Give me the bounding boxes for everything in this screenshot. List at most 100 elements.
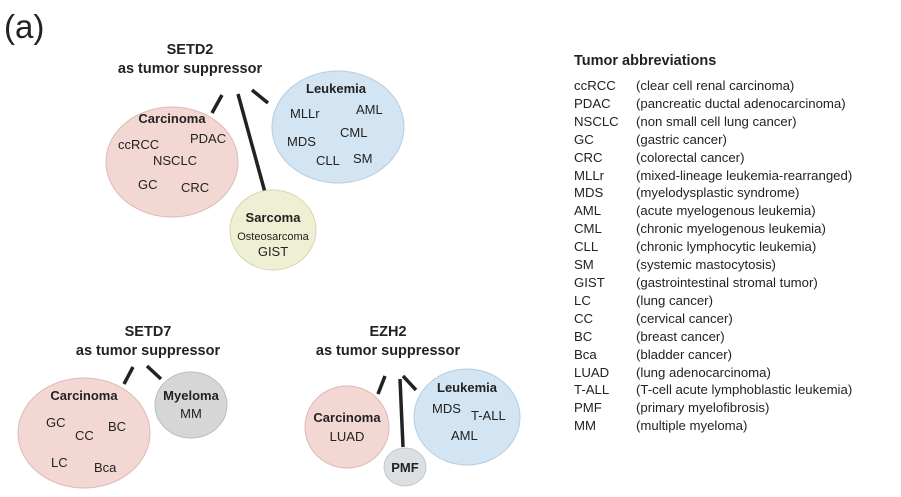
abbreviation-code: CLL: [574, 239, 599, 255]
abbreviation-description: (lung cancer): [636, 292, 713, 308]
abbreviation-code: MLLr: [574, 167, 605, 183]
setd7-group: SETD7 as tumor suppressor Carcinoma GC B…: [17, 324, 228, 489]
abbreviation-description: (gastric cancer): [636, 131, 727, 147]
abbreviation-row: T-ALL (T-cell acute lymphoblastic leukemi…: [572, 381, 897, 399]
abbreviation-code: ccRCC: [574, 78, 616, 93]
setd2-connector-sarcoma: [236, 93, 268, 197]
abbreviation-code: MM: [574, 418, 596, 434]
ezh2-pmf-label: PMF: [391, 460, 419, 475]
abbreviation-description: (breast cancer): [636, 328, 725, 344]
abbreviation-row: CLL (chronic lymphocytic leukemia): [572, 238, 897, 256]
abbreviations-title: Tumor abbreviations: [574, 53, 717, 69]
abbreviation-description: (non small cell lung cancer): [636, 113, 797, 129]
setd2-leukemia-item: CLL: [316, 153, 340, 168]
abbreviation-description: (chronic myelogenous leukemia): [636, 221, 826, 237]
abbreviation-description: (primary myelofibrosis): [636, 400, 770, 416]
setd2-leukemia-label: Leukemia: [306, 81, 367, 96]
setd2-sarcoma-circle: [229, 189, 317, 271]
abbreviation-description: (systemic mastocytosis): [636, 257, 776, 273]
setd2-carcinoma-item: PDAC: [190, 131, 226, 146]
setd7-myeloma-circle: [154, 371, 228, 439]
setd2-leukemia-item: CML: [340, 125, 367, 140]
setd2-subtitle: as tumor suppressor: [118, 61, 263, 77]
abbreviation-description: (mixed-lineage leukemia-rearranged): [636, 167, 853, 183]
ezh2-leukemia-item: T-ALL: [471, 408, 506, 423]
setd2-connector-leukemia: [250, 88, 270, 105]
ezh2-subtitle: as tumor suppressor: [316, 343, 461, 359]
abbreviation-description: (cervical cancer): [636, 310, 733, 326]
setd7-connector-carcinoma: [122, 366, 135, 385]
abbreviation-description: (gastrointestinal stromal tumor): [636, 274, 818, 290]
setd2-group: SETD2 as tumor suppressor Carcinoma ccRC…: [105, 42, 405, 271]
setd2-carcinoma-circle: [105, 106, 239, 218]
abbreviation-code: MDS: [574, 185, 604, 201]
abbreviation-description: (myelodysplastic syndrome): [636, 185, 800, 201]
ezh2-leukemia-item: AML: [451, 428, 478, 443]
abbreviation-row: Bca (bladder cancer): [572, 346, 897, 364]
abbreviation-description: (T-cell acute lymphoblastic leukemia): [636, 382, 853, 398]
setd7-title: SETD7: [125, 324, 172, 340]
abbreviation-row: PDAC(pancreatic ductal adenocarcinoma): [572, 95, 897, 113]
setd2-leukemia-item: AML: [356, 102, 383, 117]
setd2-sarcoma-item: GIST: [258, 244, 288, 259]
setd2-title: SETD2: [167, 42, 214, 58]
setd2-carcinoma-item: CRC: [181, 180, 209, 195]
abbreviation-description: (multiple myeloma): [636, 418, 748, 434]
abbreviation-row: PMF (primary myelofibrosis): [572, 399, 897, 417]
setd2-leukemia-item: MLLr: [290, 106, 320, 121]
abbreviation-code: Bca: [574, 346, 597, 362]
abbreviation-row: GC(gastric cancer): [572, 131, 897, 149]
abbreviation-code: CC: [574, 310, 594, 326]
setd2-sarcoma-item: Osteosarcoma: [237, 231, 309, 243]
abbreviation-code: CRC: [574, 149, 603, 165]
setd2-carcinoma-label: Carcinoma: [138, 111, 206, 126]
setd7-myeloma-label: Myeloma: [163, 388, 219, 403]
setd2-leukemia-item: SM: [353, 151, 373, 166]
abbreviation-code: CML: [574, 221, 602, 237]
setd2-leukemia-item: MDS: [287, 134, 316, 149]
abbreviation-description: (chronic lymphocytic leukemia): [636, 239, 817, 255]
abbreviation-row: AML (acute myelogenous leukemia): [572, 202, 897, 220]
abbreviation-code: LUAD: [574, 364, 610, 380]
setd7-carcinoma-item: GC: [46, 415, 66, 430]
abbreviation-code: AML: [574, 203, 602, 219]
abbreviation-code: LC: [574, 292, 591, 308]
abbreviation-code: PMF: [574, 400, 602, 416]
abbreviation-code: SM: [574, 257, 594, 273]
abbreviation-row: ccRCC(clear cell renal carcinoma): [572, 77, 897, 95]
abbreviation-code: BC: [574, 328, 593, 344]
ezh2-carcinoma-circle: [304, 385, 390, 469]
abbreviation-row: MM (multiple myeloma): [572, 417, 897, 435]
abbreviation-description: (bladder cancer): [636, 346, 733, 362]
setd2-connector-carcinoma: [210, 94, 224, 114]
abbreviation-row: LUAD(lung adenocarcinoma): [572, 364, 897, 382]
abbreviations-list: ccRCC(clear cell renal carcinoma)PDAC(pa…: [572, 77, 897, 435]
abbreviation-row: BC (breast cancer): [572, 328, 897, 346]
tumor-abbreviations-panel: Tumor abbreviations ccRCC(clear cell ren…: [572, 53, 897, 435]
abbreviation-row: MLLr (mixed-lineage leukemia-rearranged): [572, 167, 897, 185]
ezh2-carcinoma-label: Carcinoma: [313, 410, 381, 425]
ezh2-connector-pmf: [398, 378, 405, 448]
abbreviation-code: NSCLC: [574, 113, 619, 129]
setd7-connector-myeloma: [145, 364, 163, 381]
setd2-carcinoma-item: GC: [138, 177, 158, 192]
abbreviation-row: LC (lung cancer): [572, 292, 897, 310]
abbreviation-description: (pancreatic ductal adenocarcinoma): [636, 95, 846, 111]
setd7-myeloma-item: MM: [180, 406, 202, 421]
ezh2-group: EZH2 as tumor suppressor Carcinoma LUAD …: [304, 324, 521, 487]
abbreviation-row: CML (chronic myelogenous leukemia): [572, 220, 897, 238]
setd7-carcinoma-item: LC: [51, 455, 68, 470]
abbreviation-description: (colorectal cancer): [636, 149, 745, 165]
abbreviation-code: T-ALL: [574, 382, 610, 398]
abbreviation-description: (acute myelogenous leukemia): [636, 203, 816, 219]
setd7-carcinoma-item: Bca: [94, 460, 117, 475]
ezh2-leukemia-item: MDS: [432, 401, 461, 416]
setd7-carcinoma-item: BC: [108, 419, 126, 434]
setd2-leukemia-circle: [271, 70, 405, 184]
ezh2-leukemia-circle: [413, 368, 521, 466]
setd7-carcinoma-item: CC: [75, 428, 94, 443]
ezh2-carcinoma-item: LUAD: [330, 429, 365, 444]
setd7-carcinoma-label: Carcinoma: [50, 388, 118, 403]
abbreviation-row: GIST(gastrointestinal stromal tumor): [572, 274, 897, 292]
ezh2-leukemia-label: Leukemia: [437, 380, 498, 395]
